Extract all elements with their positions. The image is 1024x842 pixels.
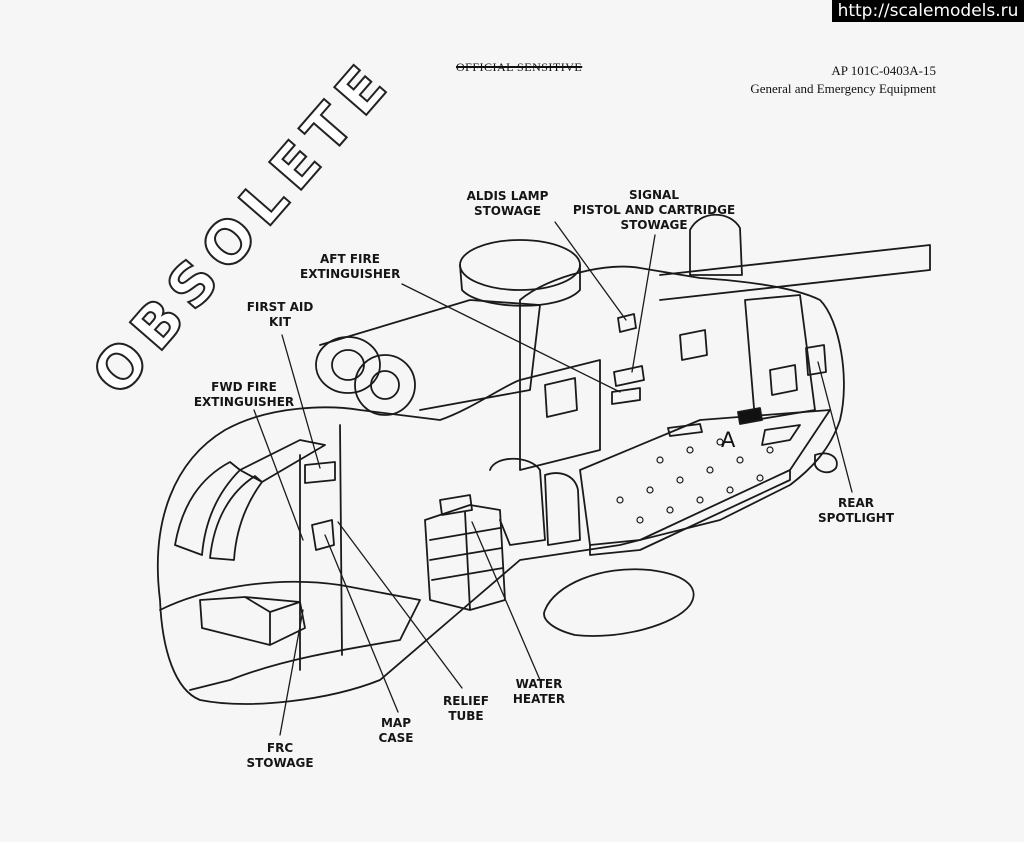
upper-fairing <box>689 213 743 276</box>
leader-aft-fire <box>401 283 621 393</box>
cockpit-window <box>174 461 241 556</box>
rear-spotlight <box>805 344 827 376</box>
label-relief-tube: RELIEF TUBE <box>443 694 489 723</box>
wheel <box>814 452 838 474</box>
leader-aldis <box>554 221 627 321</box>
cabin-window <box>544 377 578 418</box>
leader-frc <box>279 609 304 736</box>
cabin-window <box>679 329 708 361</box>
leader-first-aid <box>281 334 321 469</box>
leader-relief-tube <box>337 521 463 689</box>
frc-box <box>199 596 306 646</box>
leader-signal <box>631 234 656 373</box>
rotor-fairing <box>459 239 581 291</box>
leader-fwd-fire <box>253 409 304 541</box>
publication-header: AP 101C-0403A-15 General and Emergency E… <box>750 62 936 98</box>
label-fwd-fire-extinguisher: FWD FIRE EXTINGUISHER <box>193 380 295 409</box>
engine-intake <box>331 349 365 381</box>
rear-door <box>744 294 816 421</box>
label-rear-spotlight: REAR SPOTLIGHT <box>817 496 894 525</box>
label-water-heater: WATER HEATER <box>512 677 566 706</box>
relief-tube <box>439 494 473 516</box>
aft-extinguisher <box>611 387 641 405</box>
cockpit-window <box>239 439 326 483</box>
tail-boom <box>659 244 931 301</box>
cockpit-window <box>209 475 263 561</box>
section-title: General and Emergency Equipment <box>750 81 936 96</box>
engine-intake <box>370 370 400 400</box>
engine-intake <box>354 354 416 416</box>
cabin-wall <box>519 359 601 471</box>
floor-tiedowns <box>616 438 774 524</box>
aldis-lamp-box <box>617 313 637 333</box>
label-map-case: MAP CASE <box>378 716 414 745</box>
leader-map-case <box>324 534 399 713</box>
water-heater <box>489 457 546 546</box>
cabin-floor-edge <box>589 469 791 556</box>
first-aid-box <box>304 461 336 484</box>
publication-number: AP 101C-0403A-15 <box>831 63 936 78</box>
leader-water-heater <box>471 521 541 681</box>
cabin-window <box>769 364 798 396</box>
security-marking: OFFICIAL SENSITIVE <box>456 60 583 74</box>
leader-rear-spotlight <box>817 361 853 493</box>
map-case <box>311 519 335 551</box>
crew-seat <box>544 472 581 546</box>
detail-a-marker: A <box>721 428 736 452</box>
stretcher-rack <box>424 504 506 611</box>
label-signal-pistol-stowage: SIGNAL PISTOL AND CARTRIDGE STOWAGE <box>572 188 736 232</box>
label-aft-fire-extinguisher: AFT FIRE EXTINGUISHER <box>300 252 401 281</box>
label-frc-stowage: FRC STOWAGE <box>246 741 314 770</box>
nose-floor <box>159 580 421 691</box>
rotor-fairing <box>459 264 581 307</box>
leader-lines <box>253 221 853 736</box>
signal-pistol-box <box>613 365 645 387</box>
source-url-banner: http://scalemodels.ru <box>832 0 1024 22</box>
cabin-floor <box>579 409 831 546</box>
label-aldis-lamp-stowage: ALDIS LAMP STOWAGE <box>466 189 549 218</box>
floor-hatch <box>667 423 801 446</box>
detail-a-equipment <box>737 407 763 425</box>
label-first-aid-kit: FIRST AID KIT <box>246 300 314 329</box>
sponson <box>543 568 695 637</box>
bulkhead-line <box>299 424 343 671</box>
